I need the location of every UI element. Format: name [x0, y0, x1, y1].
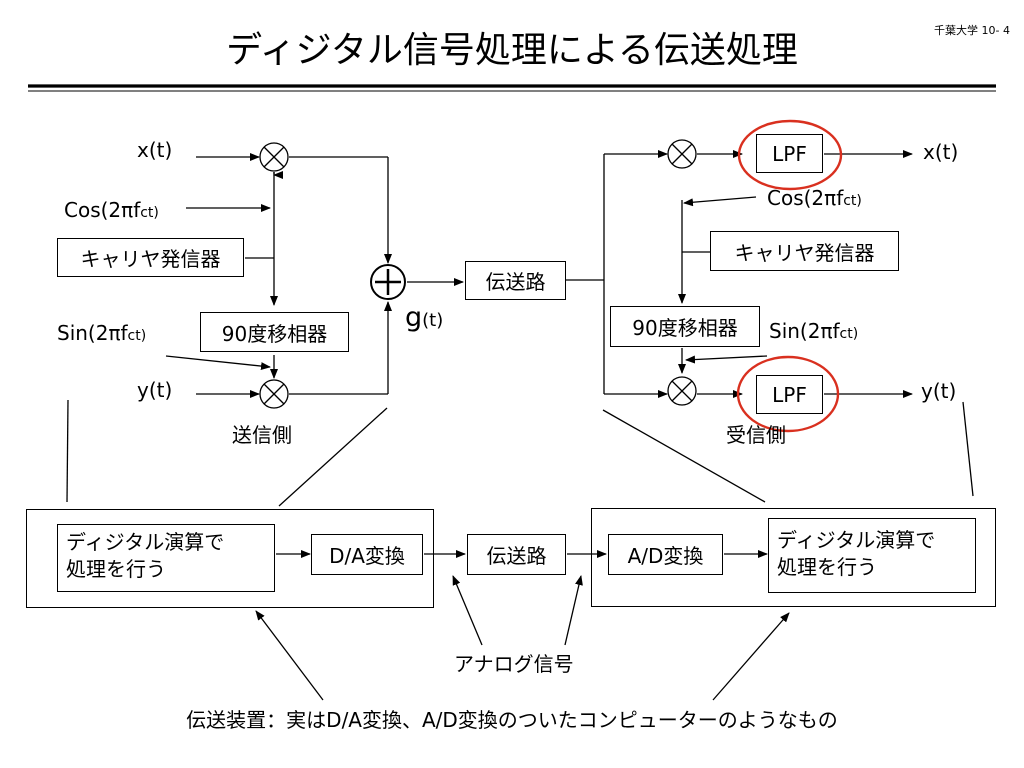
transmission-device-caption: 伝送装置：実はD/A変換、A/D変換のついたコンピューターのようなもの	[186, 708, 838, 732]
analog-signal-label: アナログ信号	[454, 652, 574, 676]
rx-lpf-top-box: LPF	[756, 134, 823, 173]
g-signal-label: g(t)	[405, 302, 444, 333]
tx-x-input-label: x(t)	[137, 138, 173, 162]
rx-dsp-line2: 処理を行う	[777, 555, 877, 579]
rx-multiplier-top	[667, 139, 697, 169]
channel-box: 伝送路	[465, 261, 566, 300]
rx-y-output-label: y(t)	[921, 379, 957, 403]
tx-dsp-line1: ディジタル演算で	[66, 530, 225, 554]
rx-dsp-line1: ディジタル演算で	[777, 528, 936, 552]
page-reference: 千葉大学 10- 4	[934, 24, 1010, 37]
tx-y-input-label: y(t)	[137, 378, 173, 402]
tx-sin-label: Sin(2πfct)	[57, 321, 147, 345]
tx-phase-shifter-box: 90度移相器	[200, 312, 349, 352]
lpf-highlight-bottom	[736, 355, 840, 433]
tx-dsp-box: ディジタル演算で 処理を行う	[57, 524, 275, 592]
tx-dsp-line2: 処理を行う	[66, 557, 166, 581]
rx-side-label: 受信側	[726, 423, 786, 447]
rx-cos-label: Cos(2πfct)	[767, 186, 862, 210]
adder	[370, 264, 406, 300]
dac-box: D/A変換	[311, 534, 423, 575]
rx-digital-device-frame	[591, 508, 996, 607]
adc-box: A/D変換	[608, 534, 723, 575]
tx-side-label: 送信側	[232, 423, 292, 447]
digital-channel-box: 伝送路	[467, 534, 566, 575]
tx-cos-label: Cos(2πfct)	[64, 198, 159, 222]
rx-lpf-bottom-box: LPF	[756, 375, 823, 414]
lpf-highlight-top	[737, 119, 843, 191]
tx-multiplier-bottom	[259, 379, 289, 409]
rx-carrier-oscillator-box: キャリヤ発信器	[710, 231, 899, 271]
rx-phase-shifter-box: 90度移相器	[610, 306, 760, 347]
tx-carrier-oscillator-box: キャリヤ発信器	[57, 238, 244, 277]
rx-dsp-box: ディジタル演算で 処理を行う	[768, 518, 976, 593]
rx-multiplier-bottom	[667, 376, 697, 406]
rx-sin-label: Sin(2πfct)	[769, 319, 859, 343]
tx-multiplier-top	[259, 142, 289, 172]
page-title: ディジタル信号処理による伝送処理	[226, 30, 798, 71]
tx-digital-device-frame	[26, 509, 434, 608]
rx-x-output-label: x(t)	[923, 140, 959, 164]
